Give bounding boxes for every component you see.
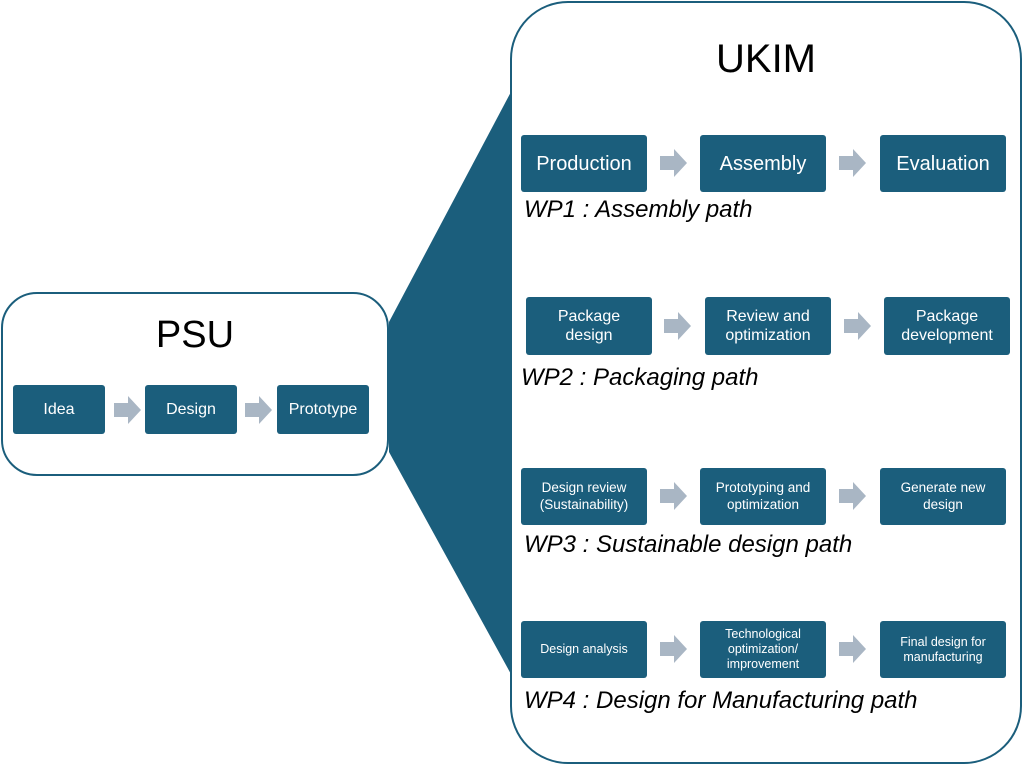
arrow-right-icon bbox=[245, 396, 272, 424]
wp1-step-assembly: Assembly bbox=[700, 135, 826, 192]
psu-panel: PSU bbox=[1, 292, 389, 476]
wp4-step-final-design: Final design for manufacturing bbox=[880, 621, 1006, 678]
psu-step-design: Design bbox=[145, 385, 237, 434]
wp4-label: WP4 : Design for Manufacturing path bbox=[524, 687, 918, 714]
arrow-right-icon bbox=[660, 635, 687, 663]
arrow-right-icon bbox=[660, 149, 687, 177]
wp4-step-design-analysis: Design analysis bbox=[521, 621, 647, 678]
wp1-step-production: Production bbox=[521, 135, 647, 192]
arrow-right-icon bbox=[839, 635, 866, 663]
arrow-right-icon bbox=[660, 482, 687, 510]
arrow-right-icon bbox=[839, 482, 866, 510]
psu-step-prototype: Prototype bbox=[277, 385, 369, 434]
wp3-label: WP3 : Sustainable design path bbox=[524, 531, 853, 558]
arrow-right-icon bbox=[839, 149, 866, 177]
arrow-right-icon bbox=[114, 396, 141, 424]
wp1-step-evaluation: Evaluation bbox=[880, 135, 1006, 192]
ukim-title: UKIM bbox=[716, 37, 816, 81]
wp3-step-design-review: Design review (Sustainability) bbox=[521, 468, 647, 525]
wp1-label: WP1 : Assembly path bbox=[524, 196, 753, 223]
wp2-step-package-design: Package design bbox=[526, 297, 652, 355]
arrow-right-icon bbox=[844, 312, 871, 340]
arrow-right-icon bbox=[664, 312, 691, 340]
wp3-step-generate-new-design: Generate new design bbox=[880, 468, 1006, 525]
wp2-label: WP2 : Packaging path bbox=[521, 364, 759, 391]
psu-step-idea: Idea bbox=[13, 385, 105, 434]
wp4-step-technological-optimization: Technological optimization/ improvement bbox=[700, 621, 826, 678]
wp2-step-package-development: Package development bbox=[884, 297, 1010, 355]
wp3-step-prototyping: Prototyping and optimization bbox=[700, 468, 826, 525]
psu-title: PSU bbox=[155, 314, 235, 356]
wp2-step-review-optimization: Review and optimization bbox=[705, 297, 831, 355]
